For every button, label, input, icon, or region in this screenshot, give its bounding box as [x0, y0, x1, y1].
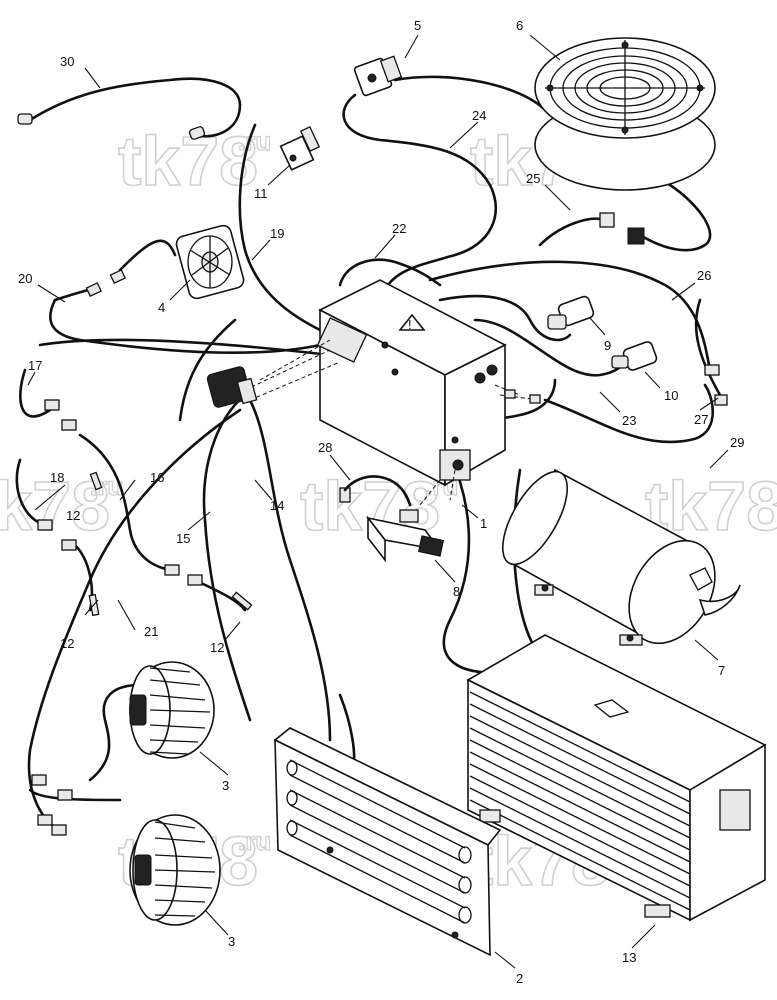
- callout-7: 7: [718, 663, 725, 678]
- callout-22: 22: [392, 221, 406, 236]
- callout-28: 28: [318, 440, 332, 455]
- wire-20: [49, 239, 322, 354]
- callout-30: 30: [60, 54, 74, 69]
- radial-blower-lower: [129, 814, 221, 926]
- callout-12-c: 12: [210, 640, 224, 655]
- wire-24: [342, 93, 498, 292]
- wire-12-pigtail: [73, 543, 94, 612]
- callout-3-b: 3: [228, 934, 235, 949]
- callout-24: 24: [472, 108, 486, 123]
- wire-9: [438, 294, 572, 342]
- tube-heater-panel: [273, 727, 502, 957]
- wire-main-up: [178, 318, 237, 422]
- watermark-text: tk78: [118, 122, 258, 200]
- finned-power-unit: [466, 634, 767, 922]
- callout-16: 16: [150, 470, 164, 485]
- wire-19: [238, 123, 322, 332]
- callout-15: 15: [176, 531, 190, 546]
- pressure-sensor: [547, 295, 658, 371]
- wire-22: [338, 258, 442, 287]
- connector-plugs: [31, 212, 728, 836]
- temperature-probes: [88, 471, 253, 617]
- callout-2: 2: [516, 971, 523, 986]
- wire-15: [202, 393, 252, 722]
- wire-26: [428, 260, 712, 372]
- callout-18: 18: [50, 470, 64, 485]
- assembly-lines: [244, 339, 541, 506]
- callout-14: 14: [270, 498, 284, 513]
- round-heater-element: [534, 37, 716, 191]
- callout-20: 20: [18, 271, 32, 286]
- wire-17: [19, 338, 332, 418]
- callout-5: 5: [414, 18, 421, 33]
- wire-5-6: [393, 75, 547, 112]
- wire-21b: [28, 788, 122, 802]
- callout-4: 4: [158, 300, 165, 315]
- callout-10: 10: [664, 388, 678, 403]
- wiring-harness: [15, 75, 722, 832]
- radial-blower-upper: [129, 661, 215, 759]
- watermark-suffix: .ru: [238, 826, 271, 856]
- callout-9: 9: [604, 338, 611, 353]
- callout-21: 21: [144, 624, 158, 639]
- relay-module: [339, 475, 445, 563]
- svg-text:!: !: [408, 317, 412, 332]
- callout-6: 6: [516, 18, 523, 33]
- callout-8: 8: [453, 584, 460, 599]
- callout-19: 19: [270, 226, 284, 241]
- wire-lower-loop: [442, 453, 522, 674]
- callout-25: 25: [526, 171, 540, 186]
- callout-23: 23: [622, 413, 636, 428]
- callout-12-a: 12: [66, 508, 80, 523]
- harness-connector: [206, 366, 258, 408]
- axial-fan: [175, 224, 245, 300]
- cooling-fins: [469, 691, 691, 911]
- callout-17: 17: [28, 358, 42, 373]
- callout-11: 11: [254, 186, 268, 201]
- callout-27: 27: [694, 412, 708, 427]
- wire-28: [343, 475, 412, 507]
- cylindrical-tank: [501, 468, 741, 646]
- heater-tubes: [286, 759, 472, 924]
- watermark-suffix: .ru: [238, 126, 271, 156]
- control-box: !: [316, 279, 507, 487]
- limit-switch: [279, 126, 321, 171]
- callout-labels: 30 5 6 24 11 25 22 19 26 20 4 9 10 17 23…: [18, 18, 744, 986]
- callout-1: 1: [480, 516, 487, 531]
- wire-27: [694, 298, 722, 397]
- wire-16: [78, 433, 177, 572]
- wire-14: [248, 398, 332, 742]
- callout-26: 26: [697, 268, 711, 283]
- callout-3-a: 3: [222, 778, 229, 793]
- thermostat-sensor: [353, 55, 403, 97]
- wire-30: [28, 77, 242, 138]
- callout-12-b: 12: [60, 636, 74, 651]
- leader-lines: [27, 34, 729, 969]
- ring-terminal: [17, 113, 206, 140]
- wire-fan3-upper: [88, 683, 142, 782]
- wire-21: [27, 408, 242, 832]
- callout-13: 13: [622, 950, 636, 965]
- callout-29: 29: [730, 435, 744, 450]
